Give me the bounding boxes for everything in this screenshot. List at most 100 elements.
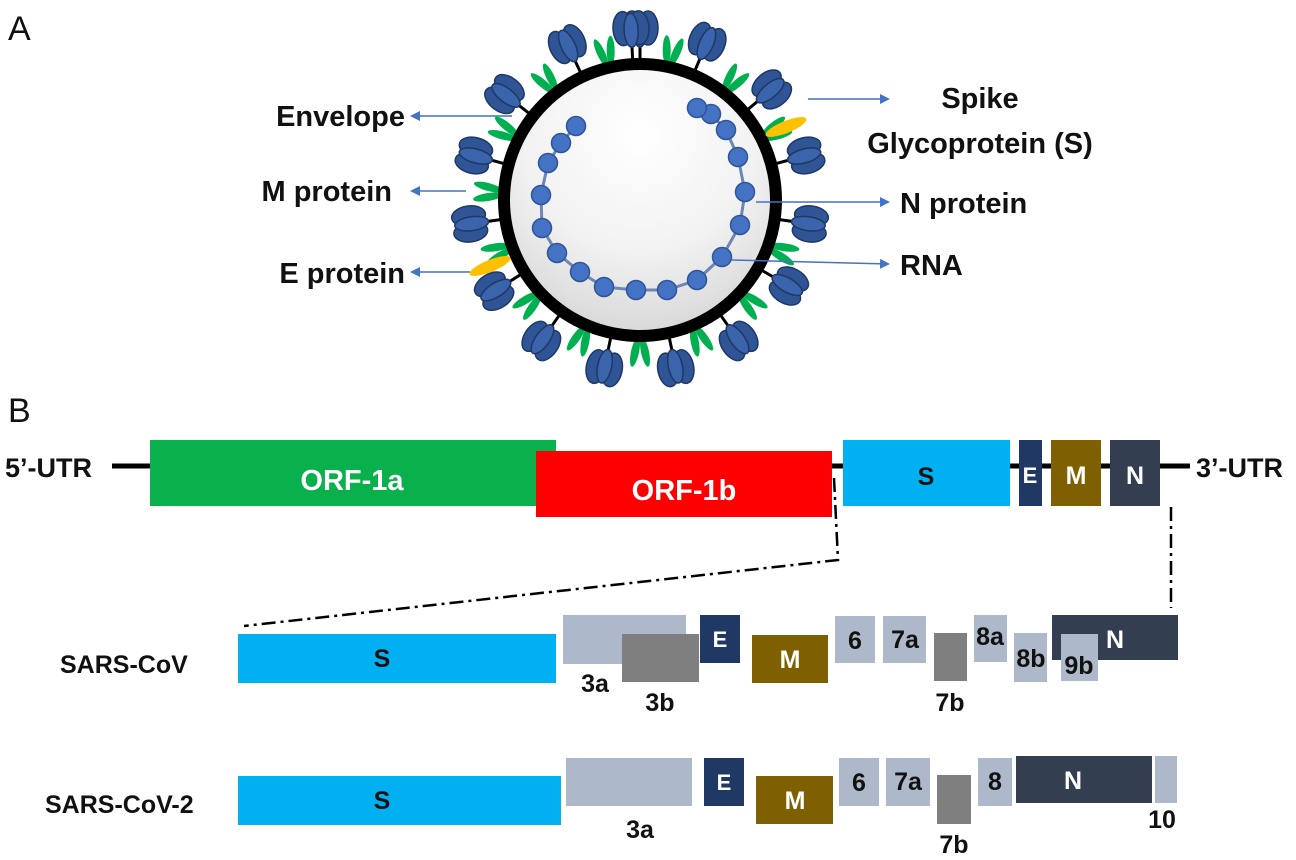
sars-cov-2-10-block	[1155, 756, 1177, 803]
nucleocapsid-bead	[625, 279, 647, 301]
membrane-protein-icon	[662, 35, 684, 67]
sars-cov-s-block	[238, 634, 556, 683]
genome-n-label: N	[1126, 462, 1144, 490]
callout-arrows	[410, 94, 890, 277]
spike-label-line1: Spike	[941, 83, 1018, 115]
virion-diagram	[450, 10, 830, 388]
utr3-label: 3’-UTR	[1196, 453, 1283, 483]
genome-s-label: S	[918, 463, 935, 491]
membrane-protein-icon	[512, 291, 542, 320]
spike-protein-icon	[454, 136, 506, 175]
sars-cov-2-10-label: 10	[1148, 806, 1176, 834]
spike-protein-icon	[612, 10, 650, 61]
sars-cov-2-m-label: M	[785, 787, 806, 815]
sars-cov-2-3a-block	[566, 758, 692, 806]
e-protein-label: E protein	[279, 258, 405, 290]
membrane-protein-icon	[473, 181, 503, 202]
virion-surface-proteins	[450, 10, 830, 388]
sars-cov-genome-row: SARS-CoV S 3a 3b E M 6 7a 7b 8a 8b N 9b	[60, 615, 1178, 717]
e-protein-icon	[765, 117, 807, 137]
spike-protein-icon	[718, 313, 759, 362]
sars-cov-2-6-block	[839, 758, 879, 806]
zoom-connector-left	[243, 477, 840, 628]
sars-cov-2-7b-label: 7b	[939, 831, 968, 859]
sars-cov-7b-block	[934, 633, 967, 681]
sars-cov-9b-label: 9b	[1064, 652, 1093, 680]
membrane-protein-icon	[593, 35, 615, 67]
genome-e-block	[1019, 440, 1042, 506]
sars-cov-2-7a-label: 7a	[894, 768, 923, 796]
sars-cov-2-7a-block	[886, 758, 930, 806]
sars-cov-3b-block	[622, 634, 699, 682]
orf1b-block	[536, 451, 832, 517]
nucleocapsid-bead	[686, 97, 708, 119]
genome-map: 5’-UTR 3’-UTR ORF-1a ORF-1b S E M N	[5, 440, 1283, 628]
genome-m-block	[1051, 440, 1101, 506]
orf1b-label: ORF-1b	[632, 475, 737, 507]
sars-cov-m-label: M	[780, 646, 801, 674]
spike-protein-icon	[687, 21, 727, 72]
sars-cov-label: SARS-CoV	[60, 651, 188, 679]
spike-protein-icon	[760, 266, 810, 306]
membrane-protein-icon	[722, 63, 750, 94]
sars-cov-e-block	[700, 615, 740, 663]
sars-cov-2-n-label: N	[1064, 767, 1082, 795]
spike-protein-icon	[450, 205, 502, 243]
nucleocapsid-bead	[686, 269, 708, 291]
panel-label-a: A	[8, 10, 31, 48]
sars-cov-7a-block	[883, 616, 926, 663]
orf1a-label: ORF-1a	[300, 465, 404, 497]
sars-cov-2-e-block	[704, 758, 744, 806]
sars-cov-n-label: N	[1106, 626, 1124, 654]
utr5-label: 5’-UTR	[5, 453, 92, 483]
sars-cov-9b-block	[1061, 634, 1098, 681]
spike-protein-icon	[585, 336, 624, 388]
genome-m-label: M	[1066, 462, 1087, 490]
spike-protein-icon	[473, 271, 523, 312]
rna-arrow	[731, 258, 890, 269]
spike-protein-icon	[774, 136, 826, 175]
sars-cov-7b-label: 7b	[935, 689, 964, 717]
membrane-protein-icon	[566, 325, 591, 357]
sars-cov-2-label: SARS-CoV-2	[45, 791, 194, 819]
nucleocapsid-bead	[711, 246, 733, 268]
spike-protein-icon	[778, 205, 830, 243]
nucleocapsid-bead	[593, 276, 615, 298]
spike-protein-icon	[746, 69, 793, 112]
sars-cov-6-block	[835, 616, 875, 663]
sars-cov-2-8-label: 8	[988, 768, 1002, 796]
membrane-protein-icon	[487, 116, 519, 141]
sars-cov-e-label: E	[713, 627, 728, 652]
spike-protein-icon	[484, 73, 531, 115]
nucleocapsid-bead	[729, 214, 751, 236]
nucleocapsid-bead	[546, 242, 568, 264]
nucleocapsid-bead	[715, 119, 737, 141]
membrane-protein-icon	[629, 337, 651, 367]
sars-cov-8b-label: 8b	[1016, 645, 1045, 673]
nucleocapsid	[530, 97, 756, 301]
nucleocapsid-bead	[569, 261, 591, 283]
nucleocapsid-bead	[734, 181, 756, 203]
nucleocapsid-bead	[537, 152, 559, 174]
sars-cov-8b-block	[1014, 633, 1047, 682]
nucleocapsid-bead	[656, 279, 678, 301]
sars-cov-8a-label: 8a	[976, 623, 1005, 651]
nucleocapsid-bead	[565, 115, 587, 137]
orf1a-block	[150, 440, 556, 506]
nucleocapsid-bead	[550, 132, 572, 154]
sars-cov-2-n-block	[1016, 756, 1152, 803]
spike-label-line2: Glycoprotein (S)	[867, 128, 1093, 160]
membrane-protein-icon	[530, 63, 558, 94]
sars-cov-s-label: S	[374, 645, 391, 673]
genome-n-block	[1110, 440, 1160, 506]
sars-cov-2-8-block	[978, 758, 1012, 806]
spike-protein-icon	[656, 336, 695, 388]
sars-cov-2-e-label: E	[717, 770, 732, 795]
envelope-label: Envelope	[276, 101, 405, 133]
sars-cov-7a-label: 7a	[891, 626, 920, 654]
membrane-protein-icon	[738, 291, 768, 320]
nucleocapsid-bead	[530, 184, 552, 206]
panel-label-b: B	[8, 392, 31, 430]
sars-cov-6-label: 6	[848, 627, 862, 655]
